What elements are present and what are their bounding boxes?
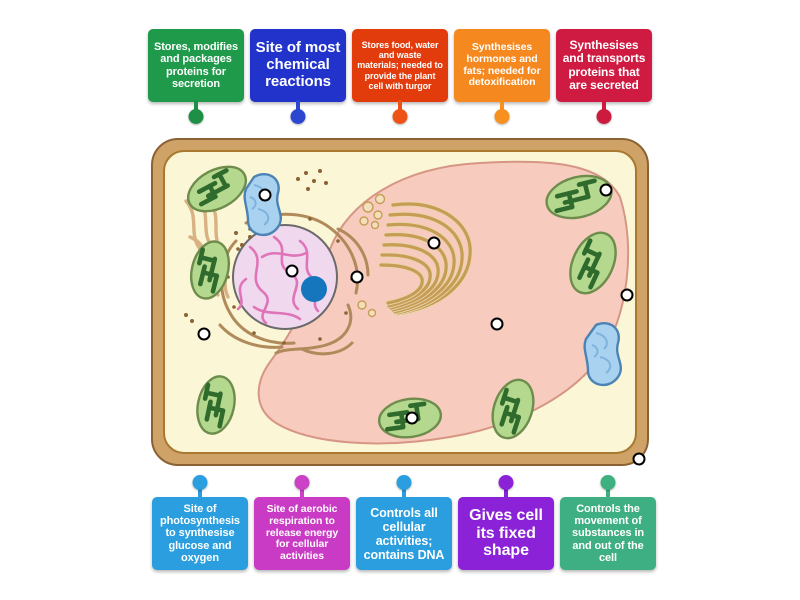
pin-vacuole[interactable] (392, 100, 408, 124)
label-text-mitochondrion: Site of aerobic respiration to release e… (265, 503, 339, 563)
mitochondrion-shape-1 (243, 172, 283, 237)
pin-stem-chloroplast (198, 483, 202, 499)
free-ribosomes (184, 169, 328, 323)
nucleolus-shape (301, 276, 327, 302)
label-text-cell-wall: Gives cell its fixed shape (469, 506, 543, 560)
label-box-smooth-endoplasmic-reticulum[interactable]: Synthesises hormones and fats; needed fo… (454, 29, 550, 102)
chloroplast-shape-6 (545, 174, 613, 220)
pin-stem-cell-wall (504, 483, 508, 499)
label-text-cell-membrane: Controls the movement of substances in a… (571, 502, 645, 564)
pin-stem-nucleus (402, 483, 406, 499)
pin-head-cell-membrane[interactable] (600, 475, 616, 490)
pin-head-cell-wall[interactable] (498, 475, 514, 490)
pin-head-nucleus[interactable] (396, 475, 412, 490)
pin-head-golgi-apparatus[interactable] (188, 109, 204, 124)
pin-stem-cytoplasm (296, 100, 300, 116)
label-box-vacuole[interactable]: Stores food, water and waste materials; … (352, 29, 448, 102)
chloroplast-shape-2 (189, 240, 231, 300)
pin-head-cytoplasm[interactable] (290, 109, 306, 124)
marker-smooth-er[interactable] (197, 327, 211, 341)
pin-head-mitochondrion[interactable] (294, 475, 310, 490)
label-box-cytoplasm[interactable]: Site of most chemical reactions (250, 29, 346, 102)
chloroplast-shape-7 (569, 231, 617, 295)
pin-head-vacuole[interactable] (392, 109, 408, 124)
pin-nucleus[interactable] (396, 475, 412, 499)
pin-mitochondrion[interactable] (294, 475, 310, 499)
plant-cell-illustration (150, 137, 650, 467)
pin-stem-smooth-endoplasmic-reticulum (500, 100, 504, 116)
golgi-vesicles (357, 193, 386, 318)
label-text-cytoplasm: Site of most chemical reactions (255, 39, 341, 90)
label-box-mitochondrion[interactable]: Site of aerobic respiration to release e… (254, 497, 350, 570)
label-box-cell-wall[interactable]: Gives cell its fixed shape (458, 497, 554, 570)
pin-rough-endoplasmic-reticulum[interactable] (596, 100, 612, 124)
marker-nucleus[interactable] (285, 264, 299, 278)
label-box-chloroplast[interactable]: Site of photosynthesis to synthesise glu… (152, 497, 248, 570)
label-box-nucleus[interactable]: Controls all cellular activities; contai… (356, 497, 452, 570)
golgi-apparatus-shape (378, 201, 473, 316)
label-box-rough-endoplasmic-reticulum[interactable]: Synthesises and transports proteins that… (556, 29, 652, 102)
label-text-nucleus: Controls all cellular activities; contai… (363, 505, 445, 562)
label-text-smooth-endoplasmic-reticulum: Synthesises hormones and fats; needed fo… (463, 41, 541, 89)
marker-rough-er[interactable] (350, 270, 364, 284)
marker-cell-wall[interactable] (620, 288, 634, 302)
pin-stem-vacuole (398, 100, 402, 116)
mitochondrion-shape-2 (583, 322, 623, 387)
pin-golgi-apparatus[interactable] (188, 100, 204, 124)
pin-cell-wall[interactable] (498, 475, 514, 499)
chloroplast-shape-1 (187, 165, 247, 213)
chloroplast-shape-3 (196, 375, 236, 435)
marker-chloroplast-top-right[interactable] (599, 183, 613, 197)
label-box-cell-membrane[interactable]: Controls the movement of substances in a… (560, 497, 656, 570)
pin-head-chloroplast[interactable] (192, 475, 208, 490)
label-text-rough-endoplasmic-reticulum: Synthesises and transports proteins that… (562, 37, 646, 92)
chloroplast-shape-5 (491, 378, 535, 440)
label-box-golgi-apparatus[interactable]: Stores, modifies and packages proteins f… (148, 29, 244, 102)
nucleus-shape (232, 224, 338, 330)
pin-stem-rough-endoplasmic-reticulum (602, 100, 606, 116)
marker-cell-membrane[interactable] (632, 452, 646, 466)
pin-cell-membrane[interactable] (600, 475, 616, 499)
pin-chloroplast[interactable] (192, 475, 208, 499)
pin-smooth-endoplasmic-reticulum[interactable] (494, 100, 510, 124)
marker-mitochondrion-top-left[interactable] (258, 188, 272, 202)
pin-head-smooth-endoplasmic-reticulum[interactable] (494, 109, 510, 124)
label-text-chloroplast: Site of photosynthesis to synthesise glu… (160, 502, 240, 564)
label-text-vacuole: Stores food, water and waste materials; … (357, 40, 443, 91)
pin-cytoplasm[interactable] (290, 100, 306, 124)
marker-vacuole[interactable] (490, 317, 504, 331)
pin-stem-golgi-apparatus (194, 100, 198, 116)
pin-head-rough-endoplasmic-reticulum[interactable] (596, 109, 612, 124)
label-text-golgi-apparatus: Stores, modifies and packages proteins f… (154, 40, 238, 90)
marker-golgi-apparatus[interactable] (427, 236, 441, 250)
marker-cytoplasm[interactable] (405, 411, 419, 425)
pin-stem-mitochondrion (300, 483, 304, 499)
pin-stem-cell-membrane (606, 483, 610, 499)
